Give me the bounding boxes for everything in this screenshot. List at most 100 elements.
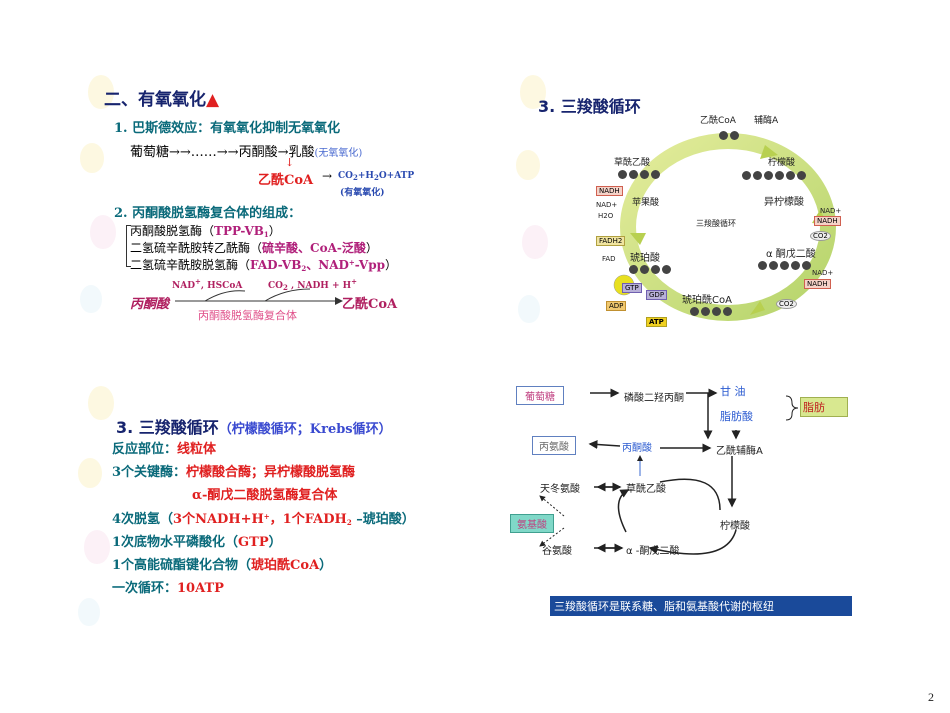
products-label: CO2+H2O+ATP xyxy=(338,171,415,182)
enzyme-3-cofactor: FAD-VB2、NAD+-Vpp xyxy=(250,258,385,273)
succinyl-coa-label: 琥珀酰CoA xyxy=(682,295,732,306)
value: 线粒体 xyxy=(177,442,217,457)
acetyl-coa-label: 乙酰CoA xyxy=(700,116,736,126)
enzyme-3: 二氢硫辛酰胺脱氢酶（FAD-VB2、NAD+-Vpp） xyxy=(130,256,397,273)
aspartate-label: 天冬氨酸 xyxy=(540,484,580,495)
carbon-dot xyxy=(618,170,627,179)
line-key-enzyme-3: α-酮戊二酸脱氢酶复合体 xyxy=(192,488,338,503)
carbon-dot xyxy=(786,171,795,180)
carbon-dot xyxy=(775,171,784,180)
co2-tag-2: CO2 xyxy=(776,299,797,309)
nadh-tag: NADH xyxy=(596,186,623,196)
balloon-decoration xyxy=(84,530,110,564)
glucose-box: 葡萄糖 xyxy=(516,386,564,405)
carbon-dot xyxy=(712,307,721,316)
enzyme-1-cofactor: TPP-VB1 xyxy=(214,224,269,239)
cofactors-out: CO2 , NADH + H+ xyxy=(268,277,357,292)
label: 1个高能硫酯键化合物（ xyxy=(112,558,252,573)
balloon-decoration xyxy=(78,458,102,488)
slide-metabolic-hub: 葡萄糖 磷酸二羟丙酮 甘 油 脂肪酸 脂肪 丙氨酸 丙酮酸 乙酰辅酶A 天冬氨酸… xyxy=(510,370,920,670)
carbon-dot xyxy=(640,170,649,179)
gdp-tag: GDP xyxy=(646,290,668,300)
right-arrow: → xyxy=(322,169,333,183)
nad-tag-right: NAD+ xyxy=(820,207,842,215)
carbon-dot xyxy=(629,265,638,274)
balloon-decoration xyxy=(80,285,102,313)
label: 一次循环： xyxy=(112,581,178,596)
adp-tag: ADP xyxy=(606,301,627,311)
enzyme-1-close: ） xyxy=(268,224,281,238)
gtp-tag: GTP xyxy=(622,283,642,293)
carbon-dot xyxy=(651,265,660,274)
hub-diagram xyxy=(539,388,799,555)
enzyme-2-name: 二氢硫辛酰胺转乙酰酶（ xyxy=(130,241,263,255)
pathway-line: 葡萄糖→→……→→丙酮酸→乳酸(无氧氧化) xyxy=(130,141,362,160)
balloon-decoration xyxy=(516,150,540,180)
citrate-label: 柠檬酸 xyxy=(768,158,796,168)
slide-title: 3. 三羧酸循环（柠檬酸循环；Krebs循环） xyxy=(116,414,392,438)
label: 3个关键酶： xyxy=(112,465,187,480)
value: 柠檬酸合酶；异柠檬酸脱氢酶 xyxy=(186,465,356,480)
carbon-dot xyxy=(797,171,806,180)
line-thioester: 1个高能硫酯键化合物（琥珀酰CoA） xyxy=(112,554,332,573)
product: 乙酰CoA xyxy=(342,297,398,312)
label: 反应部位： xyxy=(112,442,178,457)
value: 3个NADH+H+，1个FADH2 xyxy=(173,512,352,527)
down-arrow: ↓ xyxy=(285,156,295,169)
ketoglutarate-label: α -酮戊二酸 xyxy=(626,546,680,557)
fatty-acid-label: 脂肪酸 xyxy=(720,410,753,423)
carbon-dot xyxy=(753,171,762,180)
alanine-box: 丙氨酸 xyxy=(532,436,576,455)
enzyme-3-close: ） xyxy=(384,258,397,272)
h2o-tag: H2O xyxy=(598,212,614,220)
acetyl-coa-label: 乙酰辅酶A xyxy=(716,446,763,457)
enzyme-2: 二氢硫辛酰胺转乙酰酶（硫辛酸、CoA-泛酸） xyxy=(130,239,378,256)
carbon-dot xyxy=(719,131,728,140)
enzyme-1: 丙酮酸脱氢酶（TPP-VB1） xyxy=(130,222,281,239)
glycerol-label: 甘 油 xyxy=(720,385,746,398)
line-dehydrogenation: 4次脱氢（3个NADH+H+，1个FADH2 –琥珀酸） xyxy=(112,508,415,527)
citrate-label: 柠檬酸 xyxy=(720,521,750,532)
pathway-text: 葡萄糖→→……→→丙酮酸→乳酸 xyxy=(130,145,315,160)
value: 10ATP xyxy=(177,581,224,596)
enzyme-2-cofactor: 硫辛酸、CoA-泛酸 xyxy=(262,241,366,255)
balloon-decoration xyxy=(88,75,114,109)
balloon-decoration xyxy=(518,295,540,323)
succinate-label: 琥珀酸 xyxy=(630,253,660,264)
carbon-dot xyxy=(742,171,751,180)
enzyme-3-name: 二氢硫辛酰胺脱氢酶（ xyxy=(130,258,251,272)
nadh-tag-right: NADH xyxy=(814,216,841,226)
slide-title: 3. 三羧酸循环 xyxy=(538,97,641,116)
co2-tag: CO2 xyxy=(810,231,831,241)
coa-label: 辅酶A xyxy=(754,116,779,126)
balloon-decoration xyxy=(88,386,114,420)
balloon-decoration xyxy=(90,215,116,249)
label: 4次脱氢（ xyxy=(112,512,174,527)
atp-tag: ATP xyxy=(646,317,667,327)
carbon-dot xyxy=(764,171,773,180)
carbon-dot xyxy=(780,261,789,270)
carbon-dot xyxy=(802,261,811,270)
enzyme-2-close: ） xyxy=(365,241,378,255)
value: GTP xyxy=(238,535,269,550)
line-location: 反应部位：线粒体 xyxy=(112,438,216,457)
item-pasteur: 1. 巴斯德效应：有氧氧化抑制无氧氧化 xyxy=(114,121,341,136)
slide-title: 二、有氧氧化▲ xyxy=(104,85,219,110)
title-text: 3. 三羧酸循环 xyxy=(116,418,219,437)
pyruvate-label: 丙酮酸 xyxy=(622,443,652,454)
glutamate-label: 谷氨酸 xyxy=(542,546,572,557)
carbon-dot xyxy=(701,307,710,316)
ketoglutarate-label: α 酮戊二酸 xyxy=(766,249,816,260)
line-key-enzymes: 3个关键酶：柠檬酸合酶；异柠檬酸脱氢酶 xyxy=(112,461,355,480)
balloon-decoration xyxy=(520,75,546,109)
slide-aerobic-oxidation: 二、有氧氧化▲ 1. 巴斯德效应：有氧氧化抑制无氧氧化 葡萄糖→→……→→丙酮酸… xyxy=(50,55,460,355)
slide-tca-summary: 3. 三羧酸循环（柠檬酸循环；Krebs循环） 反应部位：线粒体 3个关键酶：柠… xyxy=(50,380,460,680)
value: 琥珀酰CoA xyxy=(251,558,320,573)
fat-box: 脂肪 xyxy=(800,397,848,417)
carbon-dot xyxy=(690,307,699,316)
bracket xyxy=(126,225,131,267)
amino-acid-box: 氨基酸 xyxy=(510,514,554,533)
carbon-dot xyxy=(640,265,649,274)
anaerobic-note: (无氧氧化) xyxy=(314,148,363,159)
isocitrate-label: 异柠檬酸 xyxy=(764,197,804,208)
